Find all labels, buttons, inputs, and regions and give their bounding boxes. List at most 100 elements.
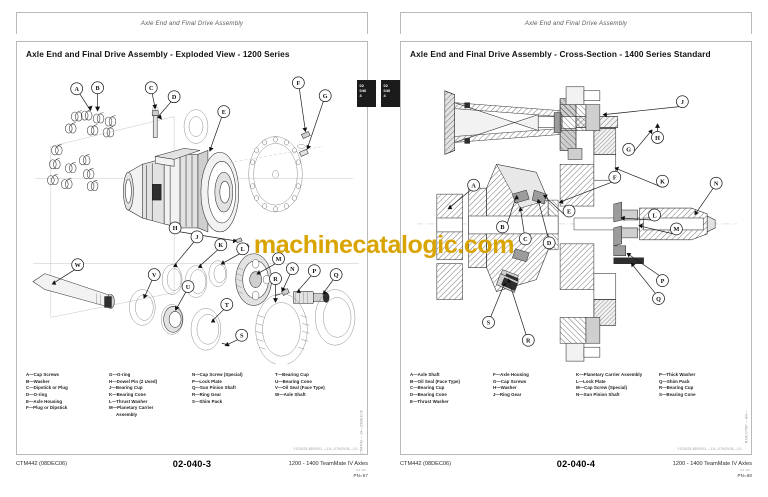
- svg-text:A: A: [471, 183, 476, 189]
- axle-shaft-section: [436, 193, 463, 300]
- art-credit-right: YZ00025.8900003 —19—07NOV06—1/1: [677, 447, 742, 451]
- thumb-tab-right-page[interactable]: 02 040 4: [381, 80, 400, 107]
- legend-item: V—Oil Seal (Face Type): [275, 385, 325, 391]
- legend-item: Q—Shim Pack: [659, 378, 690, 384]
- axle-shaft-assembly: [32, 273, 230, 351]
- cross-section-diagram: A B C D: [409, 68, 743, 364]
- page-left: Axle End and Final Drive Assembly Axle E…: [16, 12, 368, 478]
- legend-item: K—Planetary Carrier Assembly: [576, 372, 643, 377]
- footer-page-sup: 121 100: [355, 468, 366, 472]
- svg-text:R: R: [273, 277, 278, 283]
- legend-item: E—Axle Housing: [26, 398, 63, 404]
- thumb-tab-left-page[interactable]: 02 040 3: [357, 80, 376, 107]
- legend-item: P—Thick Washer: [659, 372, 696, 377]
- svg-text:P: P: [661, 279, 665, 285]
- svg-text:H: H: [655, 136, 660, 142]
- capscrew-washer-section: [565, 86, 601, 362]
- ring-gear-front: [255, 293, 310, 364]
- svg-text:K: K: [660, 179, 665, 185]
- planetary-carrier-section: [559, 128, 617, 326]
- legend-item: W—Axle Shaft: [275, 392, 306, 398]
- oil-seal-section: [512, 189, 530, 263]
- svg-text:P: P: [312, 269, 316, 275]
- footer-page-sup: 121 100: [739, 468, 750, 472]
- running-header-text: Axle End and Final Drive Assembly: [524, 20, 628, 27]
- hardware-cluster-ab: [47, 109, 117, 192]
- running-header-right: Axle End and Final Drive Assembly: [400, 12, 752, 34]
- footer-manual-code: CTM442 (08DEC06): [16, 461, 67, 467]
- svg-text:A: A: [74, 87, 79, 93]
- legend-column: F—Axle Housing G—Cap Screws H—Washer J—R…: [493, 372, 576, 405]
- svg-text:U: U: [186, 285, 191, 291]
- ring-gear: [315, 289, 356, 346]
- plug-oring-top: [151, 106, 159, 138]
- svg-text:E: E: [222, 110, 226, 116]
- legend-item: T—Bearing Cup: [275, 372, 309, 377]
- legend-item: U—Bearing Cone: [275, 378, 312, 384]
- svg-text:D: D: [547, 241, 552, 247]
- legend-item-continuation: Assembly: [116, 412, 138, 418]
- footer-page-number: PN=57: [353, 473, 368, 478]
- svg-text:F: F: [613, 176, 617, 182]
- footer-page-number: PN=58: [737, 473, 752, 478]
- svg-text:W: W: [75, 263, 82, 269]
- bearing-train: [161, 253, 356, 364]
- plug-oring-right: [297, 131, 311, 157]
- legend-column: A—Axle Shaft B—Oil Seal (Face Type) C—Be…: [410, 372, 493, 405]
- legend-item: N—Cap Screw (Special): [192, 372, 243, 377]
- axle-housing: [123, 148, 239, 233]
- svg-text:K: K: [218, 243, 223, 249]
- legend-column: G—O-ring H—Dowel Pin (2 Used) J—Bearing …: [109, 372, 192, 419]
- legend-item: N—Sun Pinion Shaft: [576, 392, 620, 398]
- page-title-left: Axle End and Final Drive Assembly - Expl…: [26, 49, 290, 59]
- thumb-tab-line3: 3: [359, 93, 362, 99]
- legend-item: H—Washer: [493, 385, 517, 391]
- running-header-text: Axle End and Final Drive Assembly: [140, 20, 244, 27]
- callout-layer: A B C D: [447, 95, 723, 347]
- legend-column: P—Thick Washer Q—Shim Pack R—Bearing Cup…: [659, 372, 742, 405]
- legend-item: Q—Sun Pinion Shaft: [192, 385, 236, 391]
- svg-text:F: F: [296, 81, 300, 87]
- svg-text:Q: Q: [656, 297, 661, 303]
- content-frame-left: Axle End and Final Drive Assembly - Expl…: [16, 41, 368, 455]
- legend-item: C—Bearing Cup: [410, 385, 445, 391]
- footer-right: CTM442 (08DEC06) 02-040-4 1200 - 1400 Te…: [400, 459, 752, 487]
- legend-column: N—Cap Screw (Special) P—Lock Plate Q—Sun…: [192, 372, 275, 419]
- carrier-assembly-top: [183, 109, 209, 144]
- legend-item: L—Thrust Washer: [109, 398, 148, 404]
- legend-column: K—Planetary Carrier Assembly L—Lock Plat…: [576, 372, 659, 405]
- exploded-view-artwork: A B C D: [32, 76, 359, 364]
- wheel-hub-flange: [219, 136, 324, 213]
- svg-text:S: S: [487, 321, 491, 327]
- svg-text:R: R: [526, 339, 531, 345]
- page-title-right: Axle End and Final Drive Assembly - Cros…: [410, 49, 711, 59]
- legend-item: R—Bearing Cup: [659, 385, 694, 391]
- thumb-tab-line1: 02: [383, 82, 389, 88]
- thick-washer-shim-section: [613, 245, 644, 264]
- legend-item: S—Shim Pack: [192, 398, 223, 404]
- legend-item: H—Dowel Pin (2 Used): [109, 378, 158, 384]
- svg-text:V: V: [152, 273, 157, 279]
- thumb-tab-line1: 02: [359, 82, 365, 88]
- svg-text:E: E: [567, 209, 571, 215]
- lock-plate-section: [613, 201, 622, 247]
- svg-text:C: C: [149, 86, 153, 92]
- legend-item: R—Ring Gear: [192, 392, 222, 398]
- svg-text:J: J: [195, 235, 198, 241]
- ring-gear-section: [559, 104, 601, 344]
- footer-manual-title: 1200 - 1400 TeamMate IV Axles: [288, 461, 368, 467]
- thumb-tab-line3: 4: [383, 93, 386, 99]
- svg-text:L: L: [241, 247, 245, 253]
- legend-item: M—Cap Screw (Special): [576, 385, 628, 391]
- svg-text:D: D: [172, 95, 177, 101]
- svg-text:N: N: [290, 267, 295, 273]
- sun-pinion-shaft-section: [573, 207, 716, 241]
- svg-text:J: J: [681, 100, 684, 106]
- svg-text:T: T: [225, 303, 230, 309]
- legend-item: P—Lock Plate: [192, 378, 222, 384]
- legend-item: A—Cap Screws: [26, 372, 60, 377]
- cross-section-artwork: A B C D: [416, 86, 738, 362]
- footer-page-code: 02-040-4: [556, 459, 596, 469]
- footer-manual-title: 1200 - 1400 TeamMate IV Axles: [672, 461, 752, 467]
